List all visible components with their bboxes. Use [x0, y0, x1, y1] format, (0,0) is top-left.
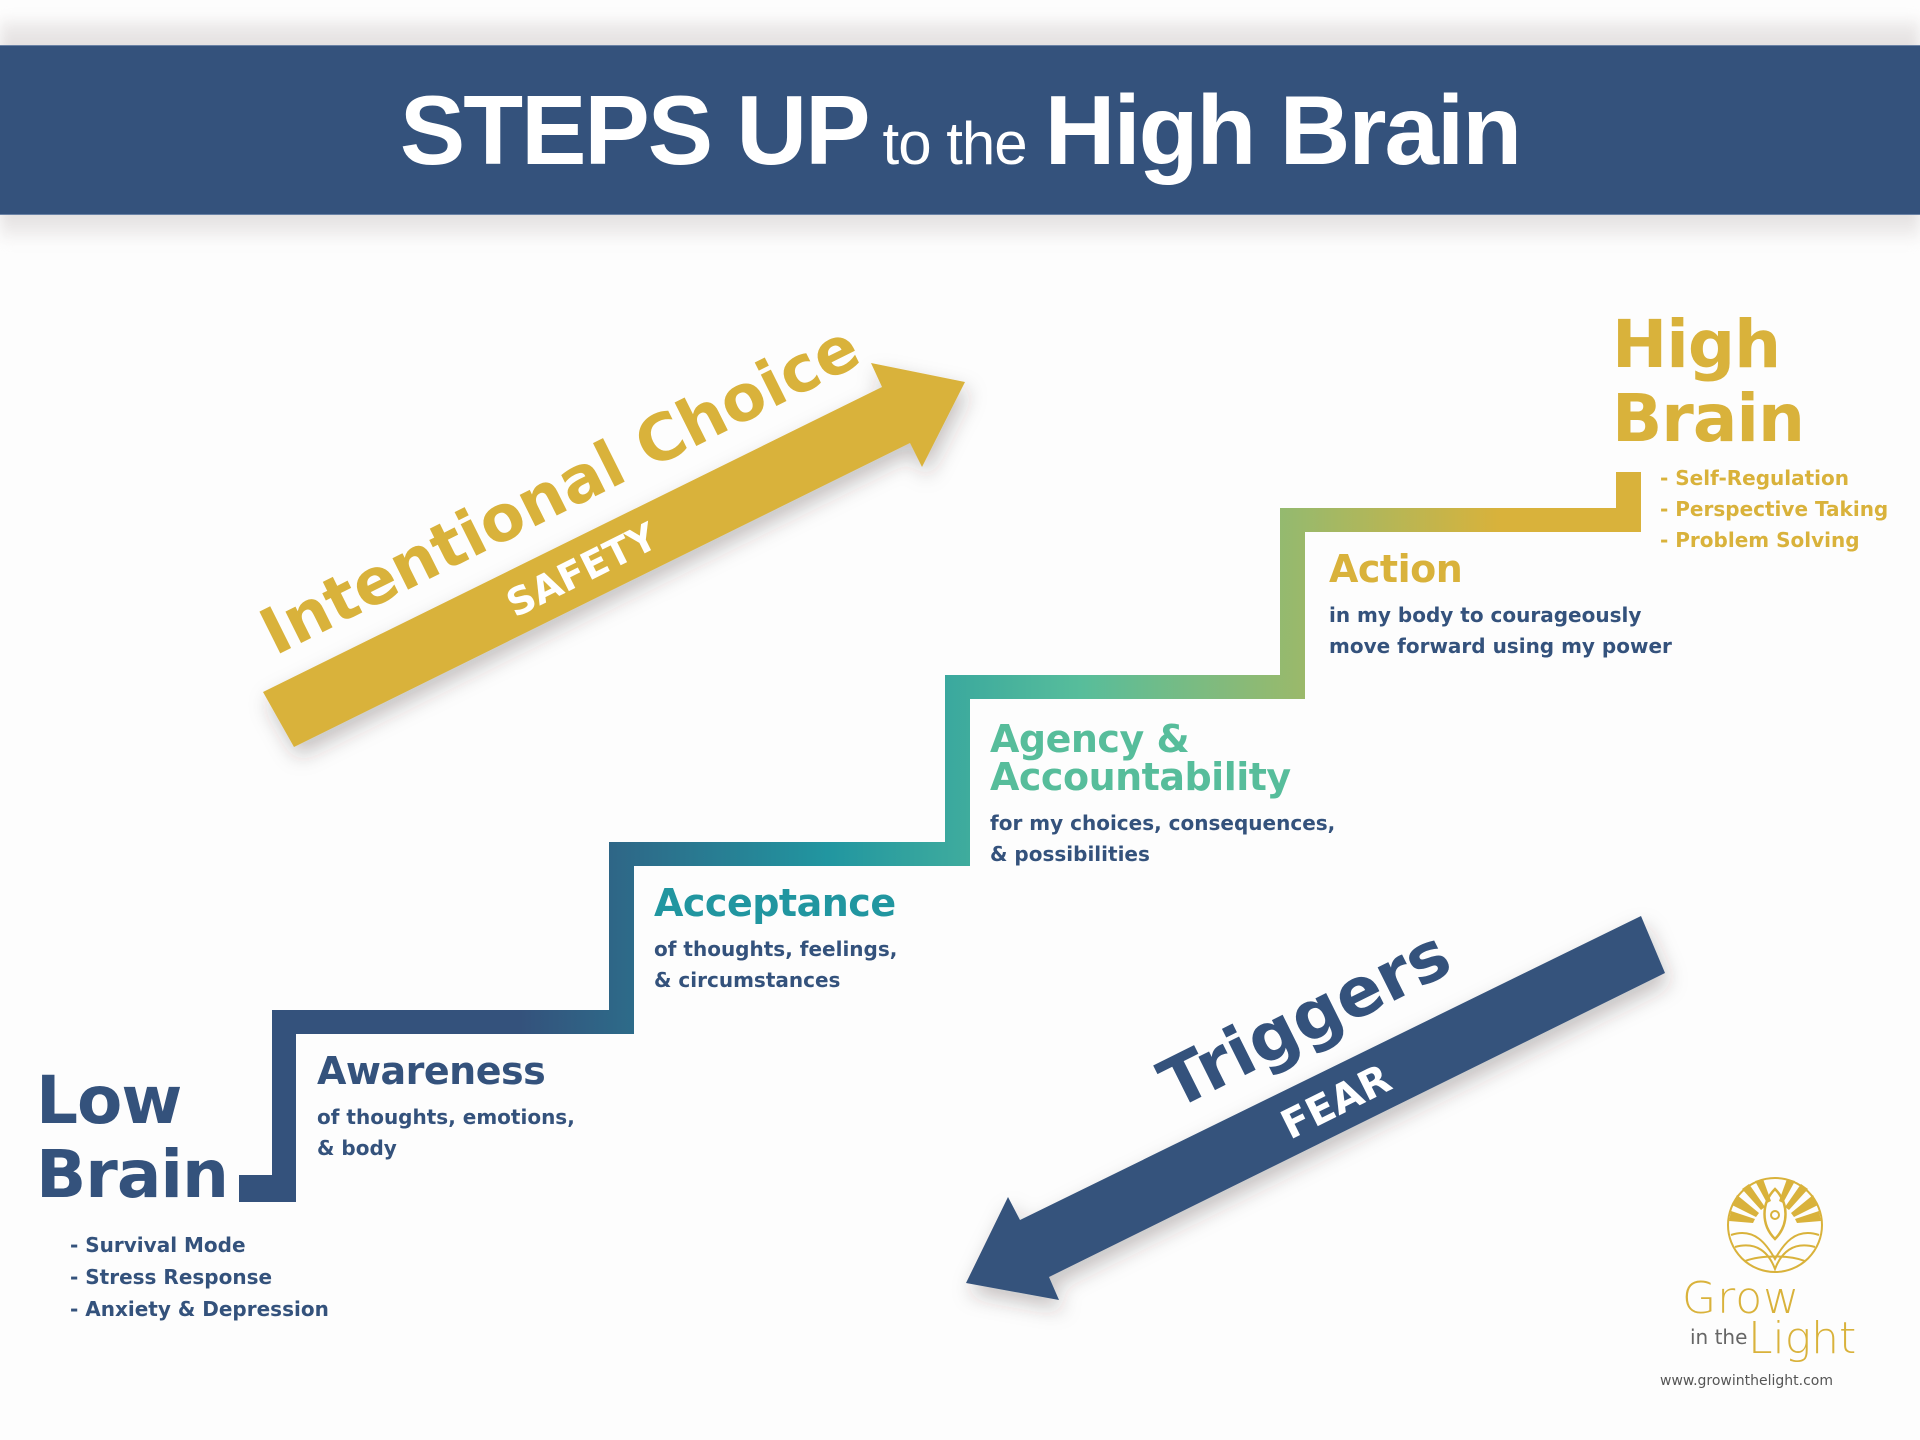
step-description: for my choices, consequences, & possibil…	[990, 808, 1335, 870]
low-brain-title-line2: Brain	[36, 1136, 229, 1213]
title-steps-up: STEPS UP	[399, 74, 871, 185]
step-description-line: of thoughts, emotions,	[317, 1105, 575, 1129]
list-item: - Problem Solving	[1660, 528, 1860, 552]
triggers-arrow	[966, 916, 1665, 1300]
high-brain-title: High Brain	[1612, 306, 1805, 457]
list-item: - Stress Response	[70, 1265, 273, 1289]
list-item: - Anxiety & Depression	[70, 1297, 329, 1321]
step-acceptance: Acceptance of thoughts, feelings, & circ…	[654, 884, 897, 996]
step-title: Agency & Accountability	[990, 720, 1335, 796]
list-item: - Perspective Taking	[1660, 497, 1889, 521]
arrow-down-shape	[966, 916, 1665, 1300]
title-to-the: to the	[882, 109, 1028, 177]
step-title: Acceptance	[654, 881, 896, 925]
step-title: Awareness	[317, 1049, 546, 1093]
low-brain-title-line1: Low	[36, 1062, 182, 1139]
high-brain-title-line1: High	[1612, 306, 1781, 383]
step-description-line: & possibilities	[990, 842, 1150, 866]
step-description-line: for my choices, consequences,	[990, 811, 1336, 835]
step-description: of thoughts, emotions, & body	[317, 1102, 575, 1164]
staircase	[239, 472, 1641, 1202]
logo: Grow in the Light www.growinthelight.com	[1660, 1175, 1890, 1395]
grow-in-the-light-logo-icon	[1727, 1177, 1823, 1273]
step-agency-accountability: Agency & Accountability for my choices, …	[990, 720, 1335, 870]
step-description-line: of thoughts, feelings,	[654, 937, 898, 961]
low-brain-bullets: - Survival Mode - Stress Response - Anxi…	[70, 1229, 329, 1325]
step-description: in my body to courageously move forward …	[1329, 600, 1672, 662]
low-brain-title: Low Brain	[36, 1062, 229, 1213]
step-action: Action in my body to courageously move f…	[1329, 550, 1672, 662]
step-awareness: Awareness of thoughts, emotions, & body	[317, 1052, 575, 1164]
step-title-line2: Accountability	[990, 755, 1291, 799]
step-title-line1: Agency &	[990, 717, 1190, 761]
list-item: - Survival Mode	[70, 1233, 246, 1257]
logo-word-in-the: in the	[1690, 1325, 1748, 1349]
step-description-line: & circumstances	[654, 968, 841, 992]
high-brain-bullets: - Self-Regulation - Perspective Taking -…	[1660, 463, 1888, 556]
title-high-brain: High Brain	[1044, 74, 1522, 185]
arrow-up-shape	[263, 363, 965, 747]
intentional-choice-arrow	[263, 363, 965, 747]
logo-word-light: Light	[1748, 1313, 1857, 1364]
step-description-line: move forward using my power	[1329, 634, 1672, 658]
step-description-line: in my body to courageously	[1329, 603, 1642, 627]
list-item: - Self-Regulation	[1660, 466, 1850, 490]
step-description: of thoughts, feelings, & circumstances	[654, 934, 897, 996]
step-description-line: & body	[317, 1136, 397, 1160]
high-brain-title-line2: Brain	[1612, 380, 1805, 457]
step-title: Action	[1329, 547, 1463, 591]
website-url[interactable]: www.growinthelight.com	[1660, 1373, 1833, 1389]
logo-word-grow: Grow	[1682, 1273, 1801, 1324]
